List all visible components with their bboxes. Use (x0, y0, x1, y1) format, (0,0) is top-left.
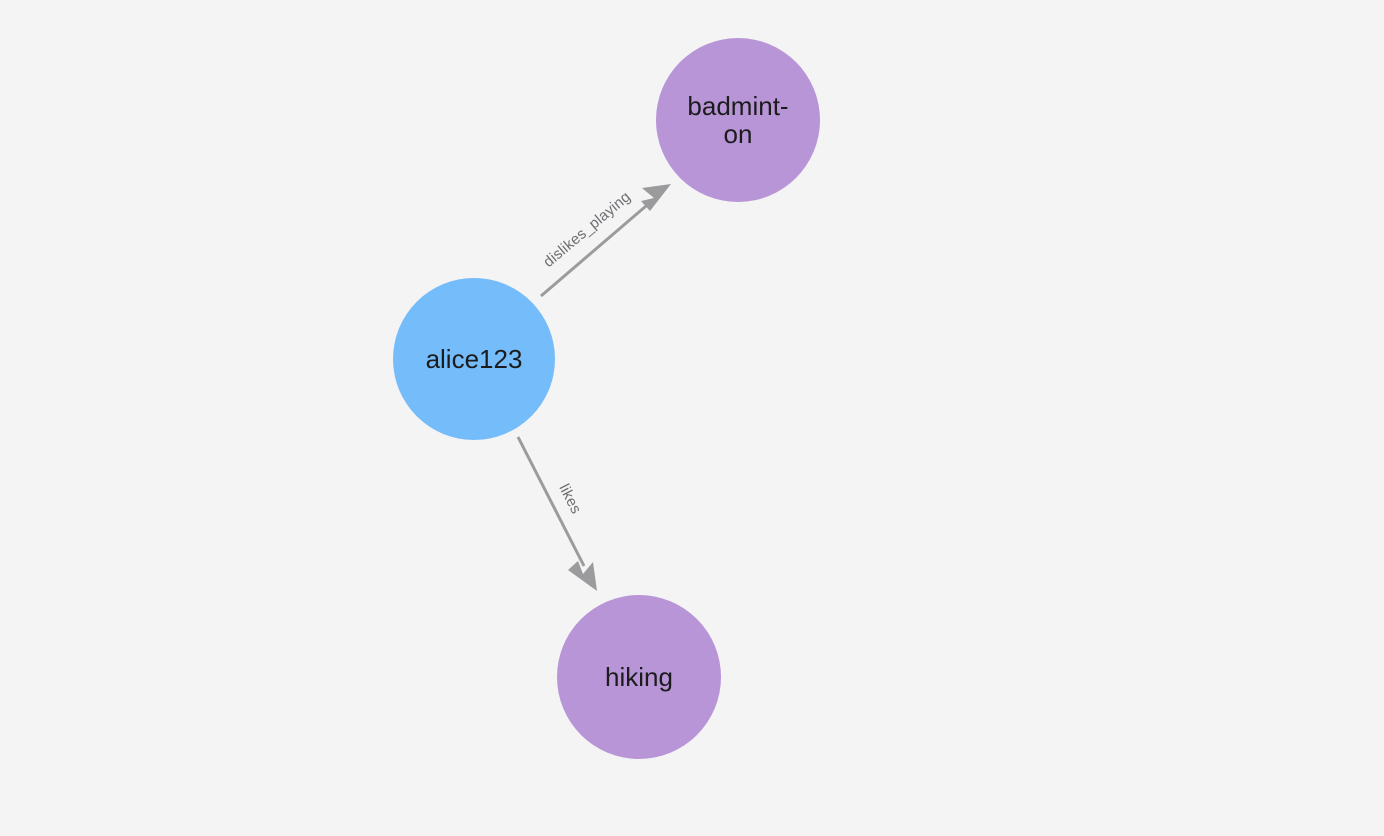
edge-arrowhead-dislikes-playing (641, 184, 671, 211)
graph-node-label-alice123: alice123 (425, 344, 523, 374)
graph-node-badminton[interactable]: badmint- on (656, 38, 820, 202)
graph-node-label-hiking: hiking (605, 662, 673, 692)
edge-label-likes: likes (555, 481, 584, 516)
edge-dislikes-playing[interactable]: dislikes_playing (540, 184, 671, 298)
edge-arrowhead-likes (568, 561, 597, 591)
graph-node-alice123[interactable]: alice123 (393, 278, 555, 440)
graph-node-label-badminton: badmint- on (687, 91, 789, 149)
edge-likes[interactable]: likes (516, 436, 597, 591)
edge-line-likes (516, 436, 586, 567)
edge-line-dislikes-playing (540, 192, 661, 298)
graph-node-hiking[interactable]: hiking (557, 595, 721, 759)
